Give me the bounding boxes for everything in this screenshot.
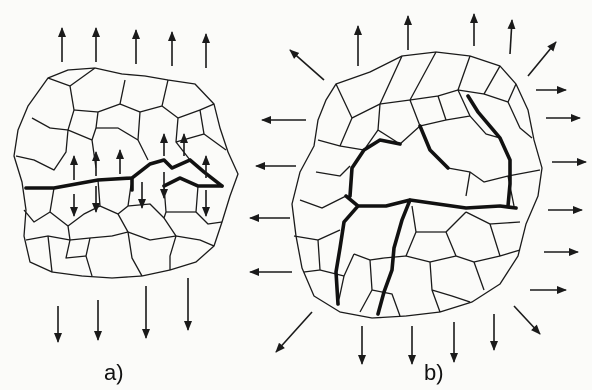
panel-b-cell-grid xyxy=(292,52,542,318)
panel-b xyxy=(250,14,586,364)
panel-b-radial-arrows xyxy=(250,14,586,364)
panel-a xyxy=(14,28,238,342)
panel-b-crack-upper-mid xyxy=(420,126,448,168)
panel-b-crack-horizontal xyxy=(346,196,516,208)
panel-b-label: b) xyxy=(424,362,444,384)
panel-a-arrows-down xyxy=(58,278,188,342)
panel-b-outline xyxy=(292,52,542,318)
panel-a-label: a) xyxy=(104,362,124,384)
panel-a-arrows-up xyxy=(62,28,206,68)
panel-a-crack-opening-arrows xyxy=(74,134,206,216)
panel-b-crack-down-right xyxy=(378,200,410,314)
panel-b-crack-down-left xyxy=(336,206,358,304)
panel-a-crack-branch xyxy=(132,178,222,190)
panel-b-crack-upper-right xyxy=(468,96,510,206)
